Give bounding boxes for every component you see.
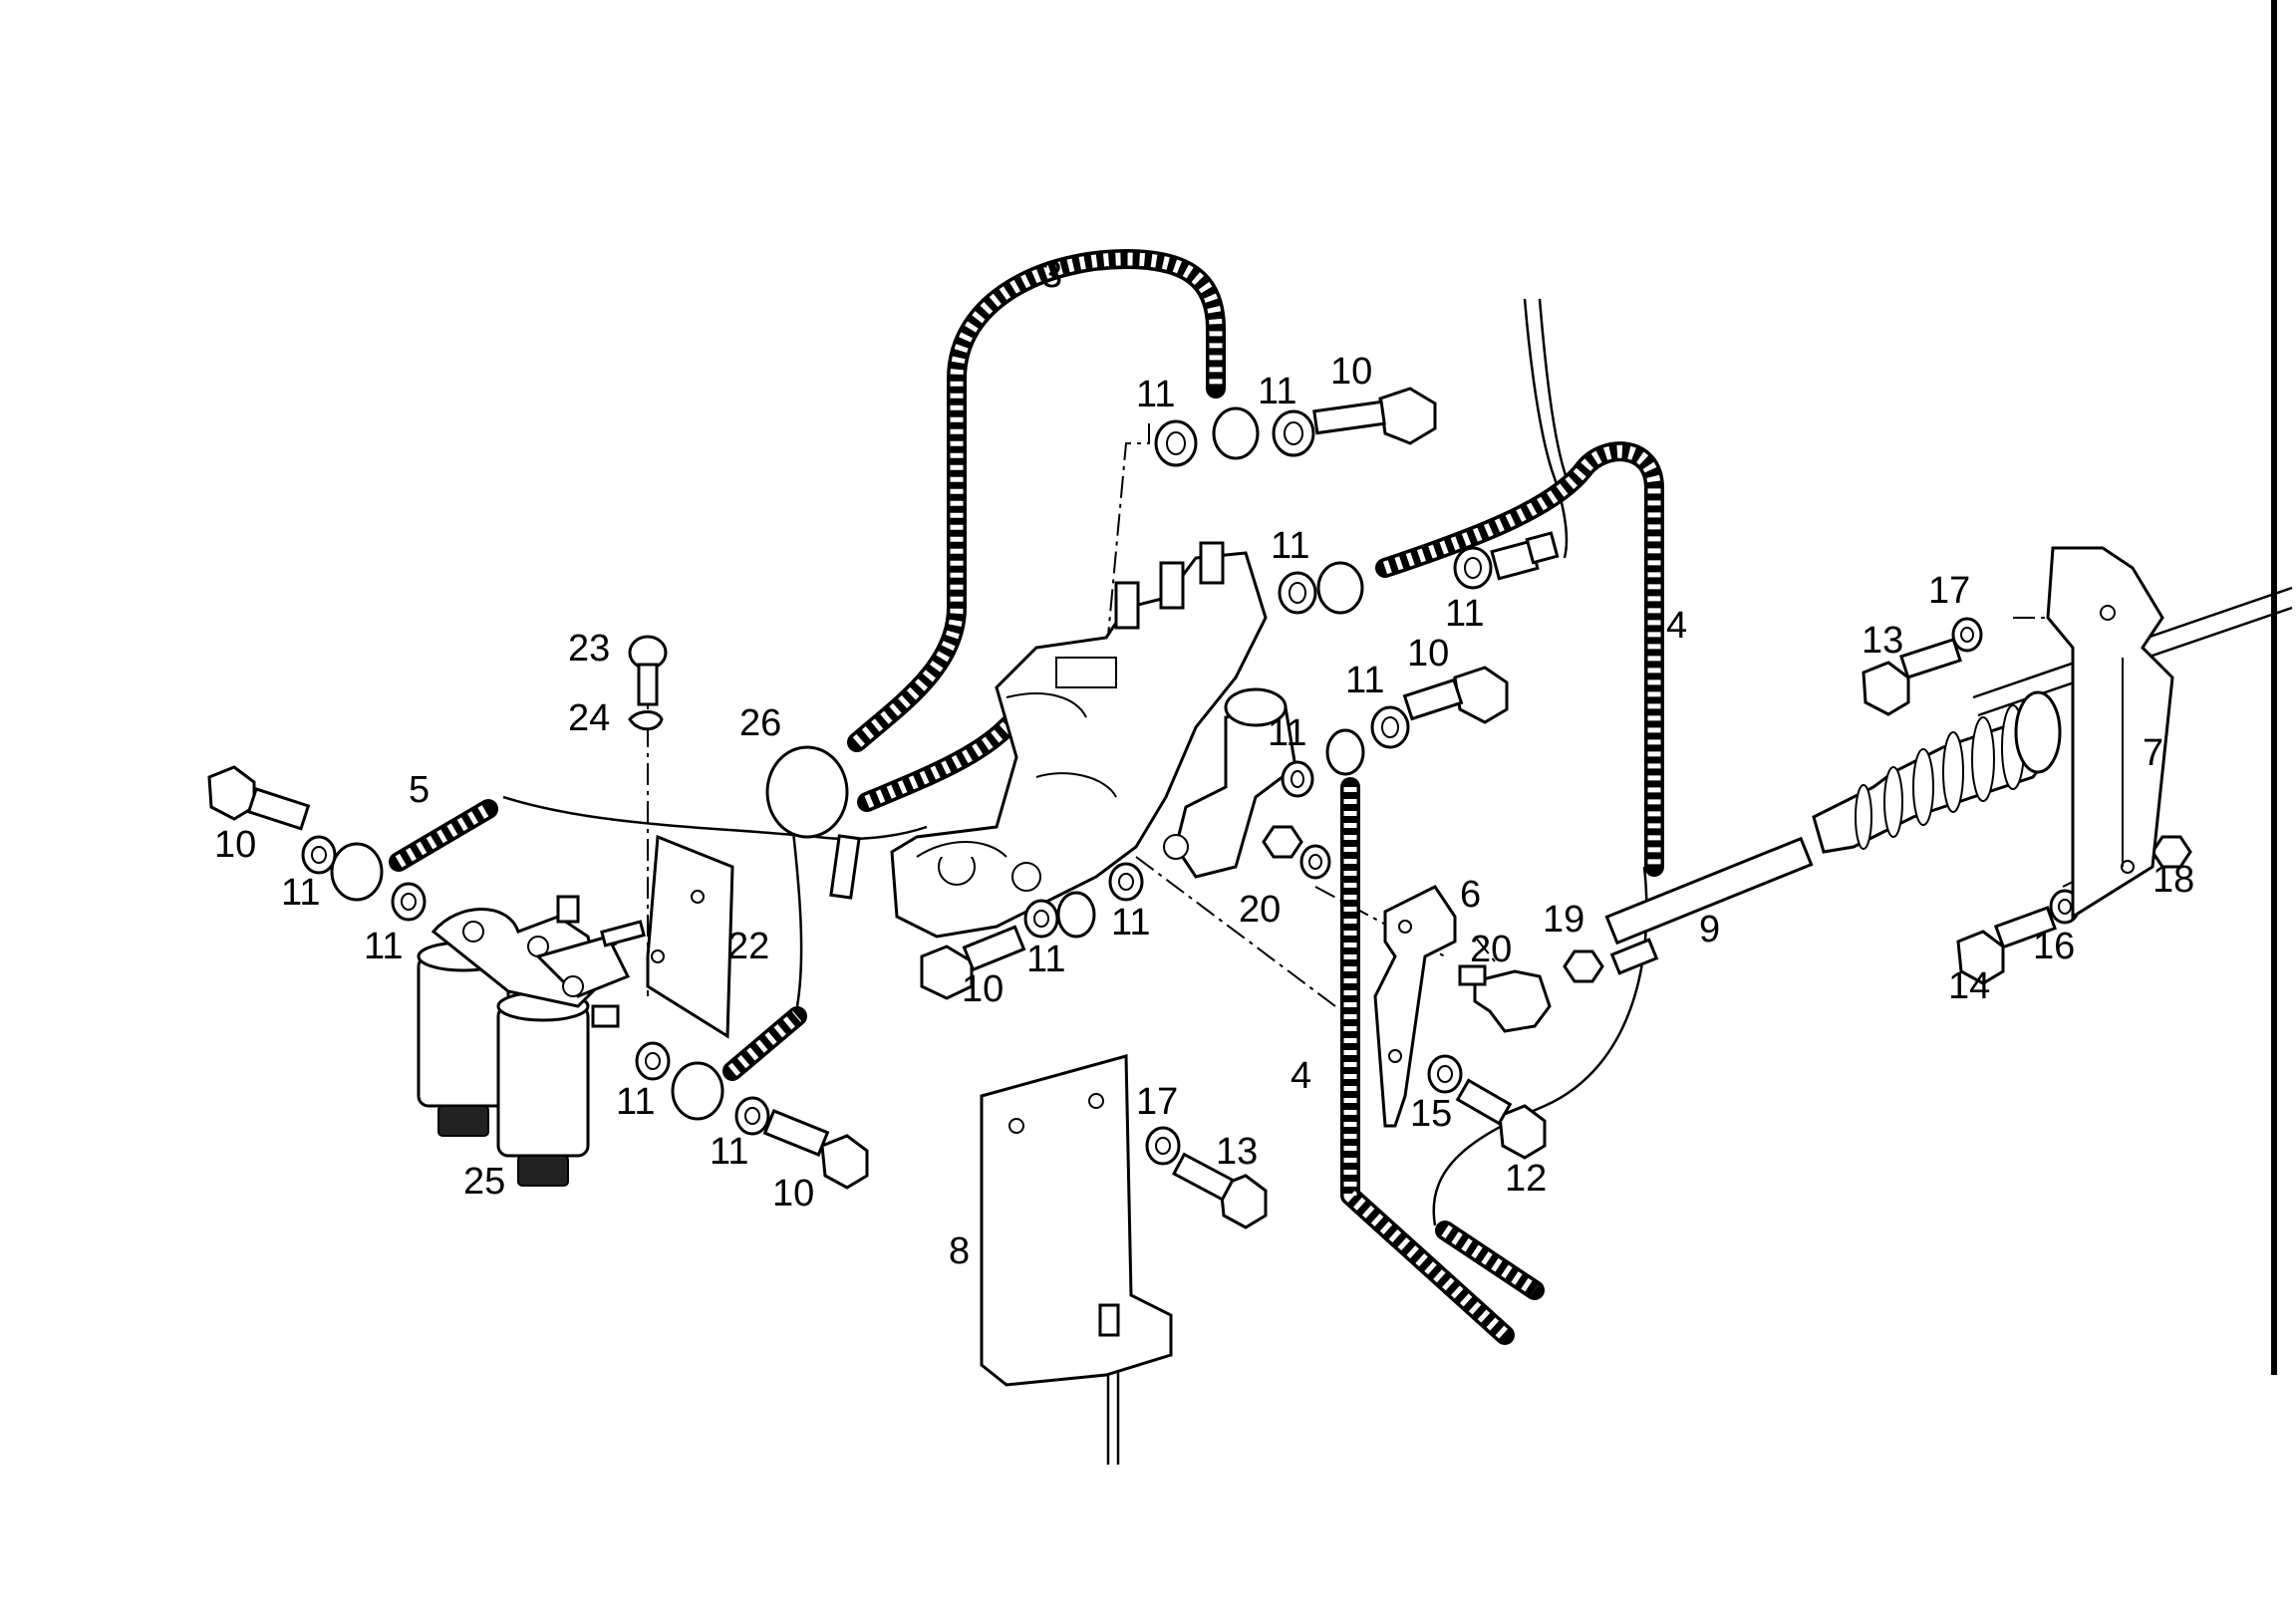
callout-19: 19 — [1543, 899, 1584, 941]
callout-6: 6 — [1460, 874, 1481, 916]
hose-3 — [847, 249, 1226, 752]
callout-10: 10 — [1330, 351, 1372, 393]
callout-11: 11 — [1111, 902, 1150, 944]
callout-11: 11 — [1445, 593, 1484, 635]
callout-11: 11 — [1271, 525, 1309, 567]
callout-15: 15 — [1410, 1093, 1452, 1135]
callout-11: 11 — [1258, 371, 1296, 412]
callout-9: 9 — [1699, 909, 1720, 950]
callout-11: 11 — [1136, 374, 1175, 415]
rubber-boot — [1812, 690, 2062, 854]
callout-4: 4 — [1666, 605, 1687, 647]
bracket-22 — [646, 834, 734, 1039]
hose-4-lower — [1340, 777, 1515, 1345]
callout-26: 26 — [739, 702, 781, 744]
callout-17: 17 — [1136, 1081, 1178, 1123]
callout-7: 7 — [2143, 732, 2163, 774]
hose-5 — [389, 799, 498, 872]
callout-11: 11 — [1026, 939, 1065, 980]
hose-return-lower — [1435, 1220, 1545, 1300]
washers — [301, 409, 2081, 1166]
hose-4-upper — [1375, 441, 1664, 877]
callout-20: 20 — [1470, 929, 1512, 970]
callout-11: 11 — [364, 926, 403, 967]
callout-10: 10 — [214, 824, 256, 866]
control-rod-9 — [1604, 836, 1814, 975]
bracket-6 — [1373, 885, 1457, 1128]
callout-20: 20 — [1239, 889, 1281, 931]
fuel-filter-assembly-25 — [417, 895, 646, 1187]
callout-25: 25 — [463, 1161, 505, 1203]
callout-14: 14 — [1948, 965, 1990, 1007]
thin-fuel-wires — [502, 298, 2293, 1465]
callout-18: 18 — [2152, 859, 2194, 901]
hose-filter-return — [722, 1006, 807, 1081]
callout-11: 11 — [1345, 660, 1384, 701]
part-callouts: 3 11 11 10 11 11 4 17 13 23 24 26 11 10 … — [214, 254, 2194, 1272]
callout-8: 8 — [949, 1230, 970, 1272]
callout-11: 11 — [281, 872, 320, 914]
feed-pump — [1163, 687, 1297, 879]
callout-22: 22 — [727, 926, 769, 967]
callout-10: 10 — [1407, 633, 1449, 674]
callout-24: 24 — [568, 697, 610, 739]
callout-10: 10 — [772, 1173, 814, 1214]
dash-leader-lines — [587, 423, 2144, 1007]
callout-16: 16 — [2033, 926, 2075, 967]
callout-10: 10 — [962, 968, 1004, 1010]
bolts — [207, 387, 2057, 1229]
hose-clamp-26 — [765, 745, 861, 900]
callout-3: 3 — [1041, 254, 1062, 296]
callout-23: 23 — [568, 628, 610, 670]
callout-11: 11 — [1268, 712, 1306, 754]
bracket-8 — [980, 1054, 1173, 1387]
callout-17: 17 — [1928, 570, 1970, 612]
callout-12: 12 — [1505, 1158, 1547, 1200]
callout-11: 11 — [616, 1081, 655, 1123]
callout-4: 4 — [1291, 1055, 1311, 1097]
callout-5: 5 — [409, 769, 430, 811]
bracket-7 — [2046, 546, 2174, 920]
callout-13: 13 — [1216, 1131, 1258, 1173]
callout-13: 13 — [1862, 620, 1903, 662]
callout-11: 11 — [710, 1131, 748, 1173]
